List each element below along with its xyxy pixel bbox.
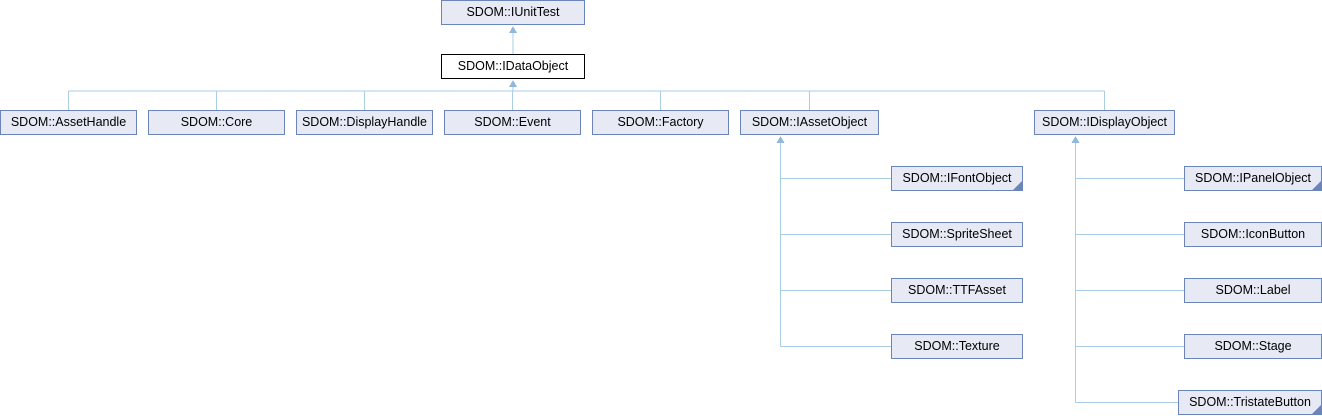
class-node-ifontobject[interactable]: SDOM::IFontObject bbox=[891, 166, 1023, 191]
class-node-event[interactable]: SDOM::Event bbox=[444, 110, 581, 135]
class-node-label: SDOM::IAssetObject bbox=[751, 114, 868, 129]
class-node-label: SDOM::Factory bbox=[617, 114, 704, 129]
class-node-label: SDOM::Texture bbox=[914, 338, 1000, 353]
class-node-label: SDOM::DisplayHandle bbox=[301, 114, 428, 129]
class-node-idataobject[interactable]: SDOM::IDataObject bbox=[441, 54, 585, 79]
class-node-label: SDOM::IconButton bbox=[1200, 226, 1306, 241]
class-node-label: SDOM::TristateButton bbox=[1189, 394, 1311, 409]
class-node-ipanelobject[interactable]: SDOM::IPanelObject bbox=[1184, 166, 1322, 191]
class-node-iconbutton[interactable]: SDOM::IconButton bbox=[1184, 222, 1322, 247]
class-node-label: SDOM::IDataObject bbox=[457, 58, 569, 73]
class-node-tristatebutton[interactable]: SDOM::TristateButton bbox=[1178, 390, 1322, 415]
class-node-idisplayobject[interactable]: SDOM::IDisplayObject bbox=[1034, 110, 1175, 135]
class-node-stage[interactable]: SDOM::Stage bbox=[1184, 334, 1322, 359]
class-node-label: SDOM::TTFAsset bbox=[908, 282, 1006, 297]
class-node-label: SDOM::Label bbox=[1215, 282, 1291, 297]
class-node-label: SDOM::IPanelObject bbox=[1194, 170, 1311, 185]
class-node-label: SDOM::IFontObject bbox=[902, 170, 1012, 185]
class-node-label: SDOM::Event bbox=[474, 114, 551, 129]
class-node-label: SDOM::IDisplayObject bbox=[1041, 114, 1168, 129]
class-node-iunittest[interactable]: SDOM::IUnitTest bbox=[441, 0, 585, 25]
class-node-core[interactable]: SDOM::Core bbox=[148, 110, 285, 135]
class-node-spritesheet[interactable]: SDOM::SpriteSheet bbox=[891, 222, 1023, 247]
class-node-label: SDOM::SpriteSheet bbox=[902, 226, 1012, 241]
class-node-texture[interactable]: SDOM::Texture bbox=[891, 334, 1023, 359]
class-node-displayhandle[interactable]: SDOM::DisplayHandle bbox=[296, 110, 433, 135]
class-node-factory[interactable]: SDOM::Factory bbox=[592, 110, 729, 135]
class-node-assethandle[interactable]: SDOM::AssetHandle bbox=[0, 110, 137, 135]
class-node-label: SDOM::AssetHandle bbox=[10, 114, 127, 129]
class-node-label: SDOM::Stage bbox=[1214, 338, 1292, 353]
class-node-label: SDOM::IUnitTest bbox=[466, 4, 560, 19]
class-node-iassetobject[interactable]: SDOM::IAssetObject bbox=[740, 110, 879, 135]
class-node-label[interactable]: SDOM::Label bbox=[1184, 278, 1322, 303]
class-node-ttfasset[interactable]: SDOM::TTFAsset bbox=[891, 278, 1023, 303]
class-node-label: SDOM::Core bbox=[180, 114, 253, 129]
